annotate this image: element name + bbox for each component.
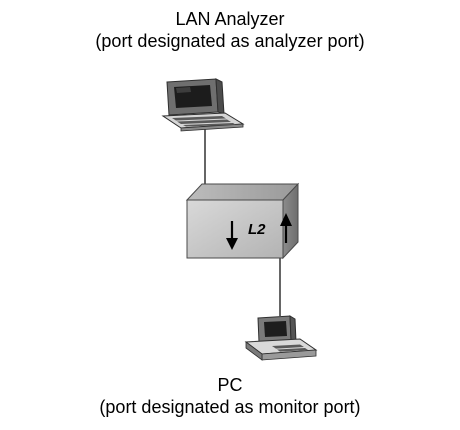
analyzer-label: LAN Analyzer (port designated as analyze… xyxy=(0,8,460,52)
pc-label: PC (port designated as monitor port) xyxy=(0,374,460,418)
switch-label: L2 xyxy=(248,221,266,238)
analyzer-terminal-icon xyxy=(161,78,245,132)
analyzer-name: LAN Analyzer xyxy=(175,9,285,29)
l2-switch-icon: L2 xyxy=(185,182,300,260)
analyzer-role: (port designated as analyzer port) xyxy=(95,31,365,51)
pc-icon xyxy=(244,315,318,361)
pc-role: (port designated as monitor port) xyxy=(99,397,361,417)
pc-name: PC xyxy=(217,375,243,395)
